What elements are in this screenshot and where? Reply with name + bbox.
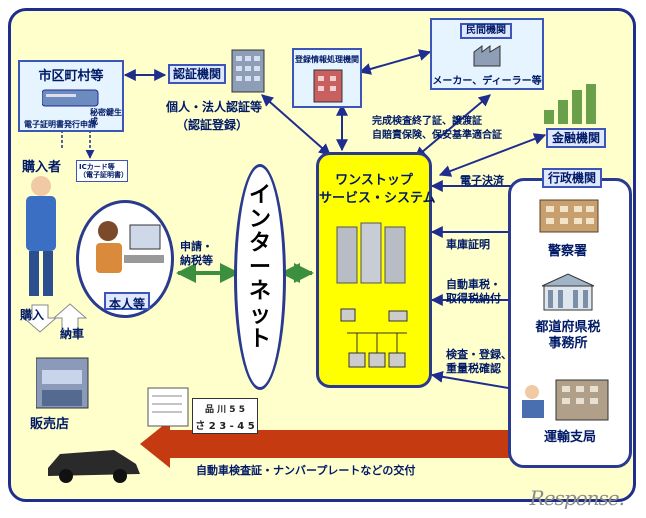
dealer-building-icon <box>36 357 89 409</box>
municipality-sub1: 電子証明書発行申請 <box>24 120 96 129</box>
arrow-inspect <box>430 370 522 395</box>
plate-line2: さ 2 3 - 4 5 <box>195 421 255 432</box>
ic-card: ICカード等（電子証明書） <box>76 160 128 182</box>
person-label: 本人等 <box>108 297 145 311</box>
e-payment-label: 電子決済 <box>460 174 504 187</box>
transport-office-icon <box>522 379 609 421</box>
registration-agency-box: 登録情報処理機関 <box>292 48 362 108</box>
factory-icon <box>473 45 501 67</box>
pref-tax-building-icon <box>541 273 595 311</box>
bottom-delivery-label: 自動車検査証・ナンバープレートなどの交付 <box>196 464 416 477</box>
plate-line1: 品 川 5 5 <box>205 405 245 415</box>
pref-tax-label2: 事務所 <box>548 336 588 351</box>
server-icon <box>42 89 99 107</box>
car-tax-label1: 自動車税・ <box>446 278 501 291</box>
delivery-label: 納車 <box>60 327 85 341</box>
municipality-title: 市区町村等 <box>38 69 104 84</box>
auth-agency-tag: 認証機関 <box>168 64 226 84</box>
arrow-private-system <box>414 94 491 159</box>
dealer-shop-label: 販売店 <box>30 417 70 432</box>
tax-label: 納税等 <box>180 254 213 267</box>
docs-label2: 自賠責保険、保安基準適合証 <box>372 130 502 141</box>
network-icon <box>340 308 408 368</box>
transport-label: 運輸支局 <box>544 430 597 445</box>
police-building-icon <box>539 199 599 233</box>
internet-ellipse <box>234 164 286 390</box>
auth-building-icon <box>231 49 265 93</box>
car-tax-label2: 取得税納付 <box>446 292 501 305</box>
purchase-label: 購入 <box>20 308 45 322</box>
auth-desc1: 個人・法人認証等 <box>166 100 263 114</box>
inspect-label2: 重量税確認 <box>446 362 501 375</box>
one-stop-title1: ワンストップ <box>335 173 413 188</box>
person-tag: 本人等 <box>104 292 150 311</box>
police-label: 警察署 <box>548 244 588 259</box>
municipality-sub2: 秘密鍵生成 <box>90 108 122 126</box>
buyer-label: 購入者 <box>22 160 62 175</box>
server-rack-icon <box>336 222 406 284</box>
purchase-arrow <box>22 304 58 333</box>
apply-label: 申請・ <box>180 240 213 253</box>
buyer-person-icon <box>26 176 56 296</box>
registration-building-icon <box>313 69 343 103</box>
car-icon <box>48 450 140 483</box>
number-plate: 品 川 5 5 さ 2 3 - 4 5 <box>192 398 258 434</box>
auth-desc2: （認証登録） <box>176 118 249 132</box>
registration-agency-label: 登録情報処理機関 <box>295 55 359 64</box>
document-icon <box>147 387 189 427</box>
private-agency-tag: 民間機関 <box>460 23 512 39</box>
arrow-auth-system <box>261 94 331 156</box>
ic-card-label: ICカード等（電子証明書） <box>79 163 128 179</box>
docs-label1: 完成検査終了証、譲渡証 <box>372 116 482 127</box>
municipality-box: 市区町村等 電子証明書発行申請 秘密鍵生成 <box>18 60 124 132</box>
internet-label: インターネット <box>248 183 271 352</box>
garage-cert-label: 車庫証明 <box>446 238 490 251</box>
one-stop-title2: サービス・システム <box>319 191 436 206</box>
admin-tag: 行政機関 <box>542 168 602 188</box>
one-stop-system-box: ワンストップ サービス・システム <box>316 152 436 388</box>
arrow-reg-private <box>358 49 432 75</box>
private-agency-box: 民間機関 メーカー、ディーラー等 <box>430 18 544 90</box>
person-at-pc-icon <box>96 221 164 273</box>
financial-tag: 金融機関 <box>546 128 606 148</box>
arrow-financial-system <box>438 133 547 177</box>
delivery-arrow <box>52 303 88 333</box>
inspect-label1: 検査・登録、 <box>446 348 512 361</box>
response-watermark: Response. <box>529 486 625 510</box>
money-icon <box>544 84 596 124</box>
pref-tax-label1: 都道府県税 <box>535 320 601 335</box>
maker-dealer-label: メーカー、ディーラー等 <box>432 76 542 87</box>
